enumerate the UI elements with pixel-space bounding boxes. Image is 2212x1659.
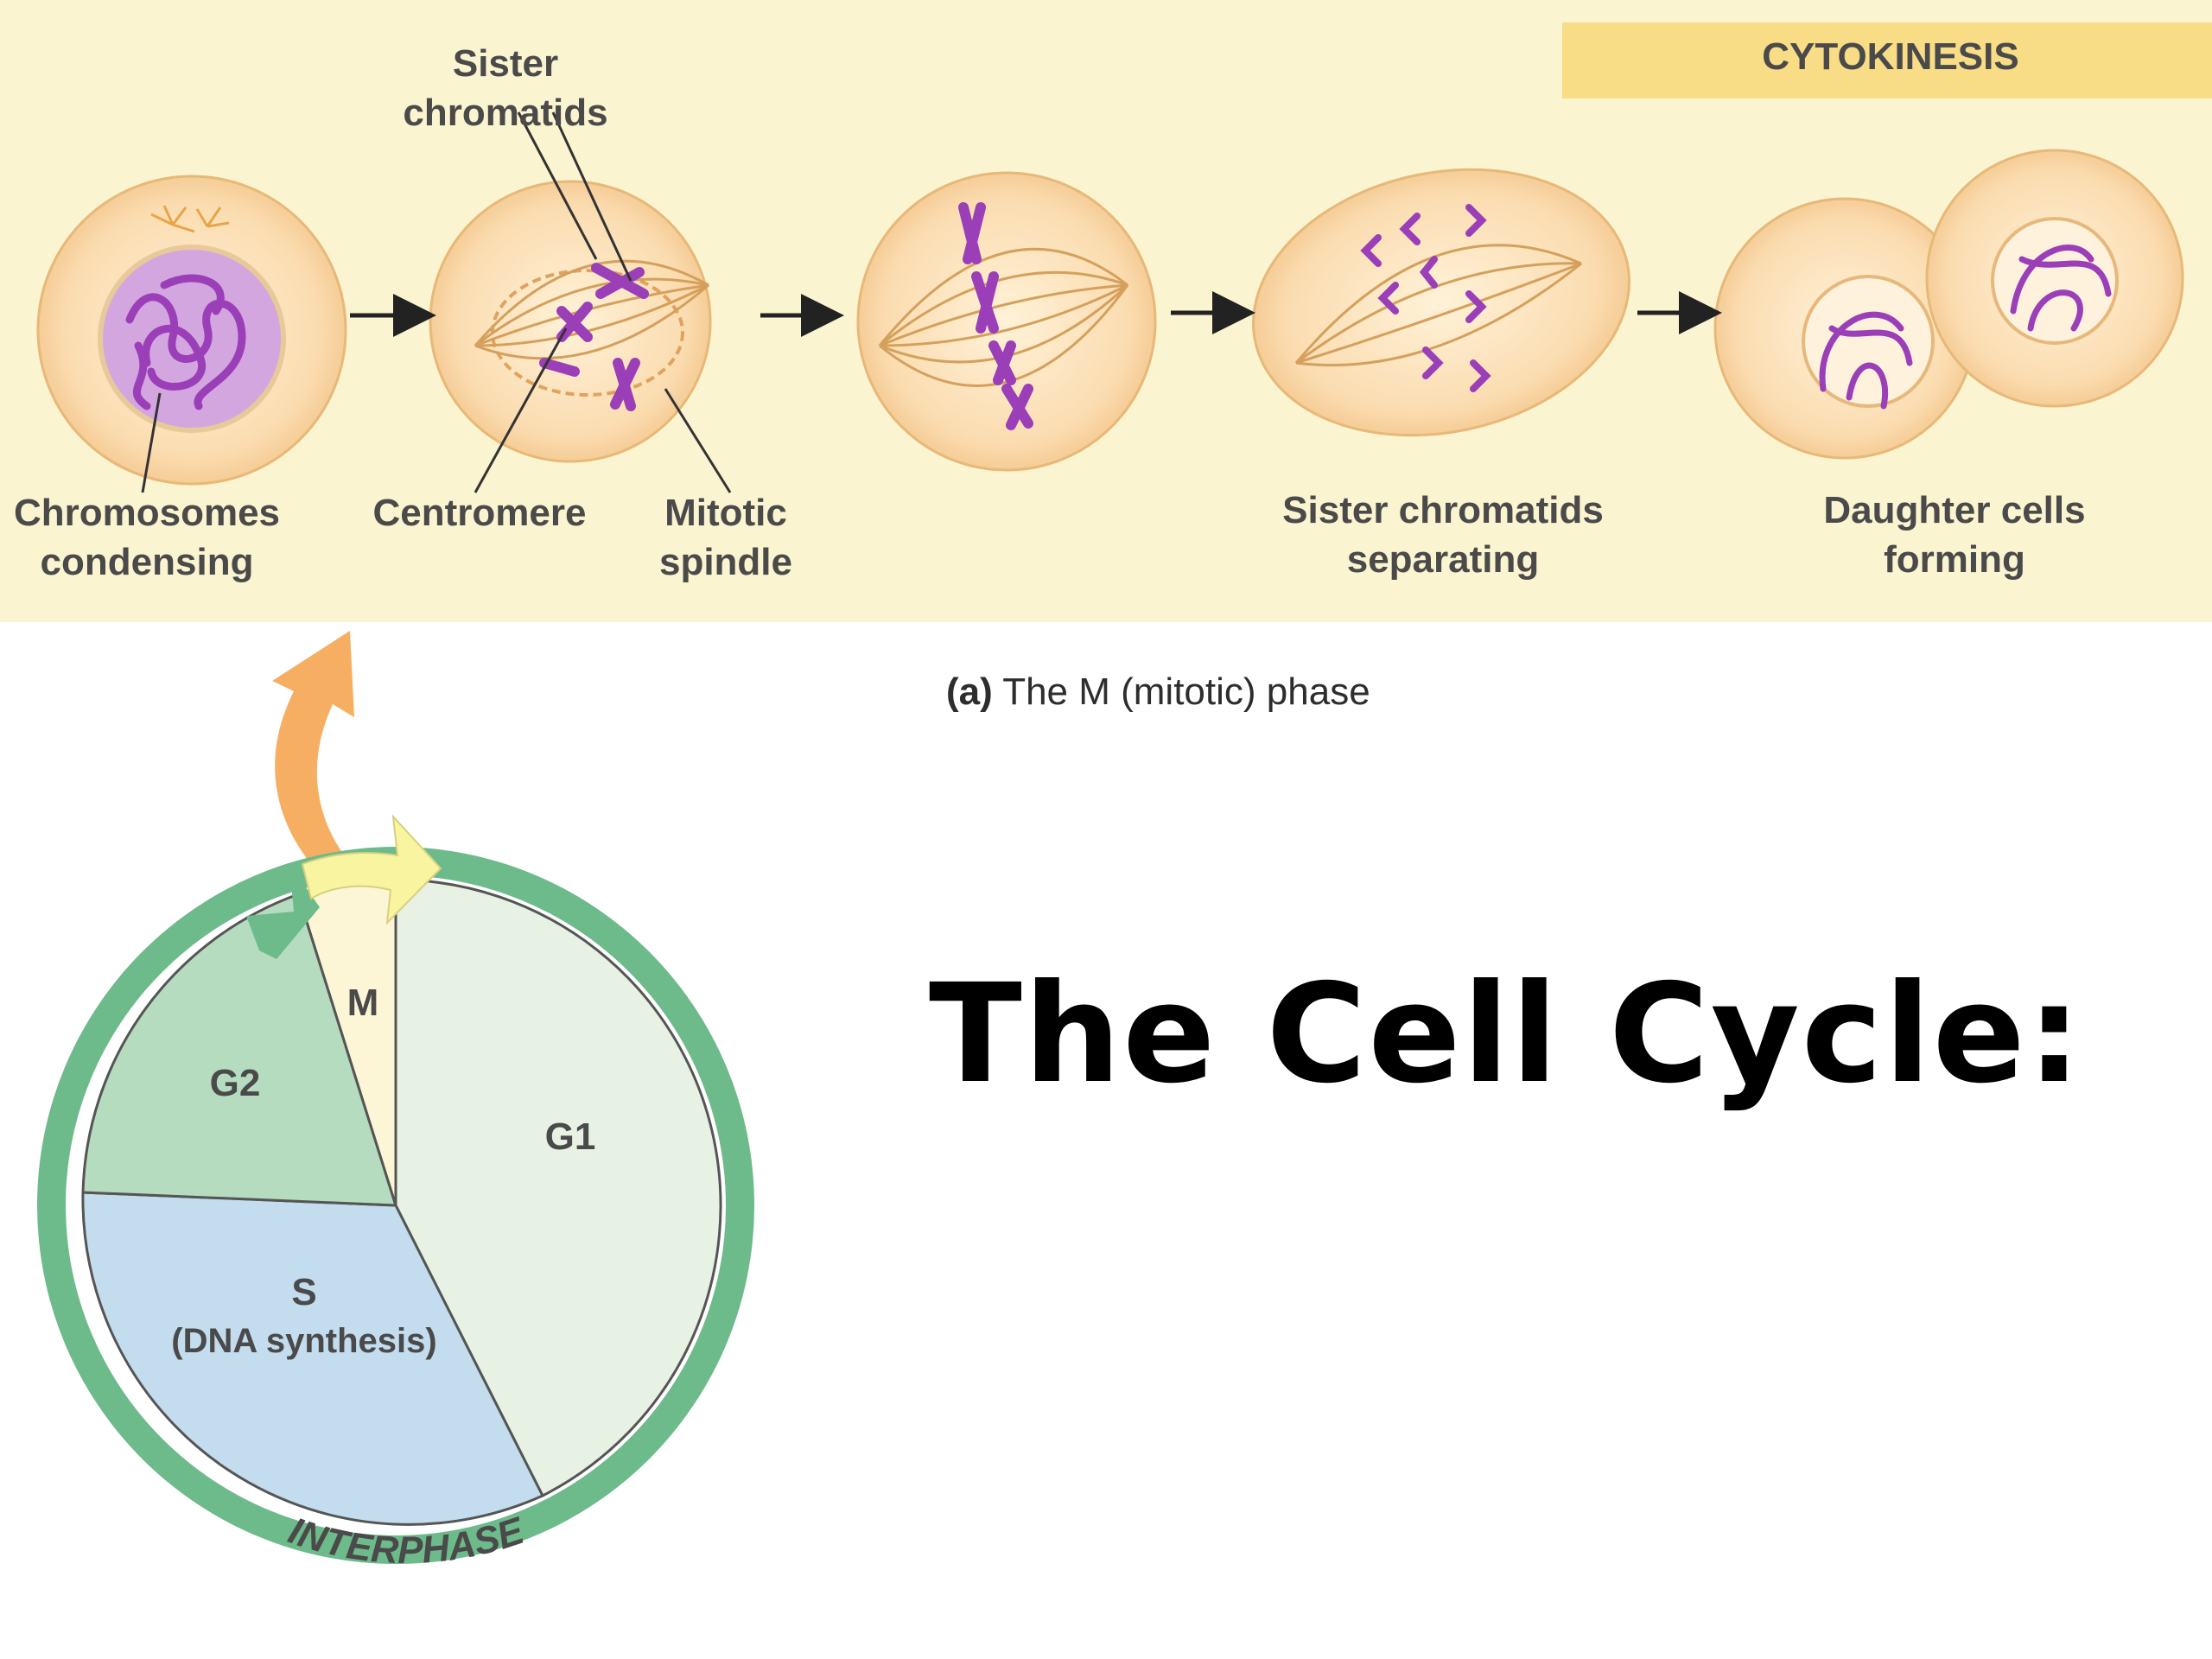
cell-prophase bbox=[36, 175, 347, 493]
g1-sector bbox=[394, 878, 722, 1498]
separating-label-line1: Sister chromatids bbox=[1282, 489, 1604, 531]
metaphase-plate-chromosomes bbox=[958, 202, 1033, 430]
m-label: M bbox=[347, 982, 379, 1024]
slide-title: The Cell Cycle: bbox=[929, 955, 2083, 1114]
cell-metaphase bbox=[856, 171, 1157, 472]
daughter-cells-label-line1: Daughter cells bbox=[1823, 489, 2085, 531]
centromere-label: Centromere bbox=[373, 492, 587, 534]
separating-label-line2: separating bbox=[1347, 538, 1540, 581]
separating-chromatids bbox=[1360, 204, 1491, 392]
s-sector bbox=[81, 1191, 545, 1526]
g2-label: G2 bbox=[210, 1062, 261, 1104]
daughter-chromatin bbox=[1819, 245, 2112, 410]
g1-label: G1 bbox=[545, 1116, 596, 1158]
chromosomes-condensing-label-line1: Chromosomes bbox=[14, 492, 280, 534]
g2-sector bbox=[81, 893, 398, 1207]
mitotic-spindle-label-line1: Mitotic bbox=[664, 492, 787, 534]
cell-telophase bbox=[1713, 149, 2184, 460]
caption-text: The M (mitotic) phase bbox=[993, 671, 1370, 713]
centrosome-pair bbox=[150, 205, 230, 233]
green-cycle-arrow bbox=[246, 864, 320, 959]
sister-chromatids-label-line2: chromatids bbox=[403, 92, 607, 134]
daughter-cells-label-line2: forming bbox=[1884, 538, 2025, 581]
cycle-pie: M G2 G1 S (DNA synthesis) INTERPHASE bbox=[37, 814, 754, 1572]
s-label: S bbox=[291, 1271, 316, 1313]
cell-prometaphase bbox=[429, 111, 732, 493]
mitotic-spindle-label-line2: spindle bbox=[659, 541, 792, 583]
condensing-chromosomes bbox=[125, 274, 246, 410]
stage-arrows bbox=[350, 291, 1722, 337]
s-sub-label: (DNA synthesis) bbox=[171, 1322, 436, 1360]
chromatid-pairs bbox=[539, 263, 649, 411]
cytokinesis-label: CYTOKINESIS bbox=[1762, 35, 2018, 78]
chromosomes-condensing-label-line2: condensing bbox=[41, 541, 254, 583]
cell-anaphase bbox=[1252, 168, 1630, 437]
caption-letter: (a) bbox=[946, 671, 993, 713]
orange-arrow bbox=[272, 631, 354, 864]
cytokinesis-bar bbox=[1562, 22, 2212, 99]
m-phase-arrow bbox=[301, 814, 442, 925]
panel-caption: (a) The M (mitotic) phase bbox=[946, 671, 1370, 713]
sister-chromatids-label-line1: Sister bbox=[453, 42, 558, 85]
